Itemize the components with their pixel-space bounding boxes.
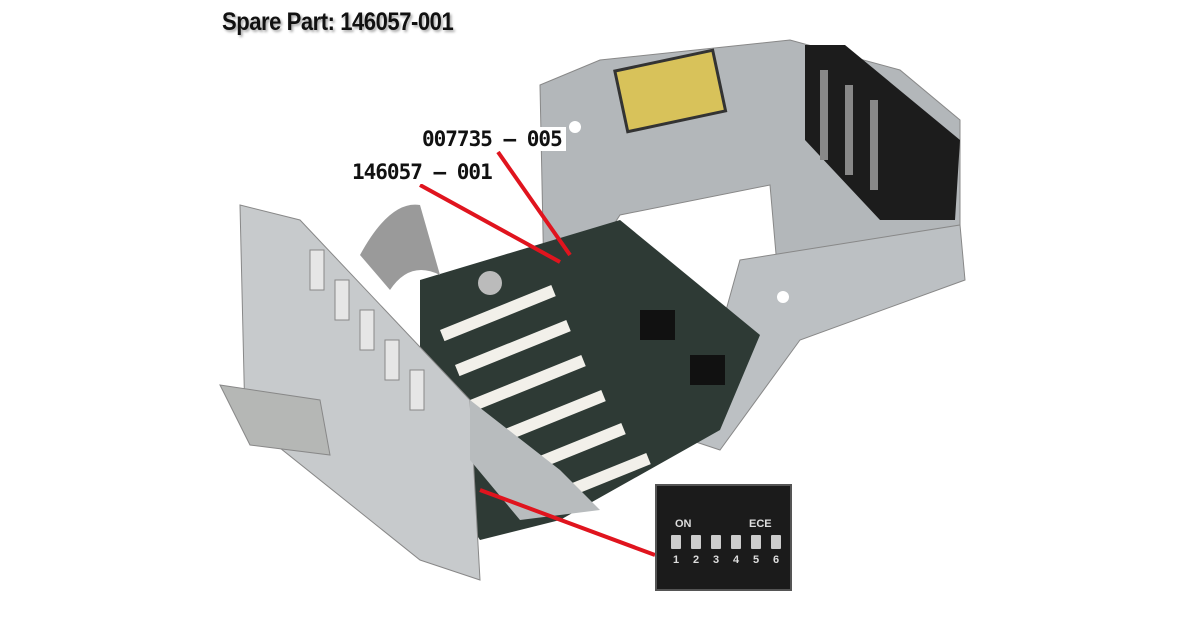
- ece-label: ECE: [749, 518, 772, 530]
- dip-switch-inset: ON ECE 1 2 3 4 5 6: [655, 484, 792, 591]
- switch-number: 4: [732, 554, 740, 566]
- dip-switch-1: [671, 535, 681, 549]
- warning-label: [613, 48, 728, 134]
- io-bulkhead: [239, 204, 481, 581]
- drawer-handle: [219, 384, 331, 456]
- dip-switch-3: [711, 535, 721, 549]
- drive-bracket: [805, 45, 960, 220]
- switch-number: 1: [672, 554, 680, 566]
- dip-switch-2: [691, 535, 701, 549]
- callout-label-007735-005: 007735 – 005: [418, 127, 566, 151]
- switch-number: 6: [772, 554, 780, 566]
- callout-label-146057-001: 146057 – 001: [348, 160, 496, 184]
- dip-switch-6: [771, 535, 781, 549]
- page-title: Spare Part: 146057-001: [222, 8, 454, 36]
- dip-switch-4: [731, 535, 741, 549]
- callout-lines: [419, 150, 656, 557]
- dip-switch-5: [751, 535, 761, 549]
- pci-slots: [440, 285, 651, 510]
- switch-number: 3: [712, 554, 720, 566]
- on-label: ON: [675, 518, 692, 530]
- switch-number: 5: [752, 554, 760, 566]
- switch-number: 2: [692, 554, 700, 566]
